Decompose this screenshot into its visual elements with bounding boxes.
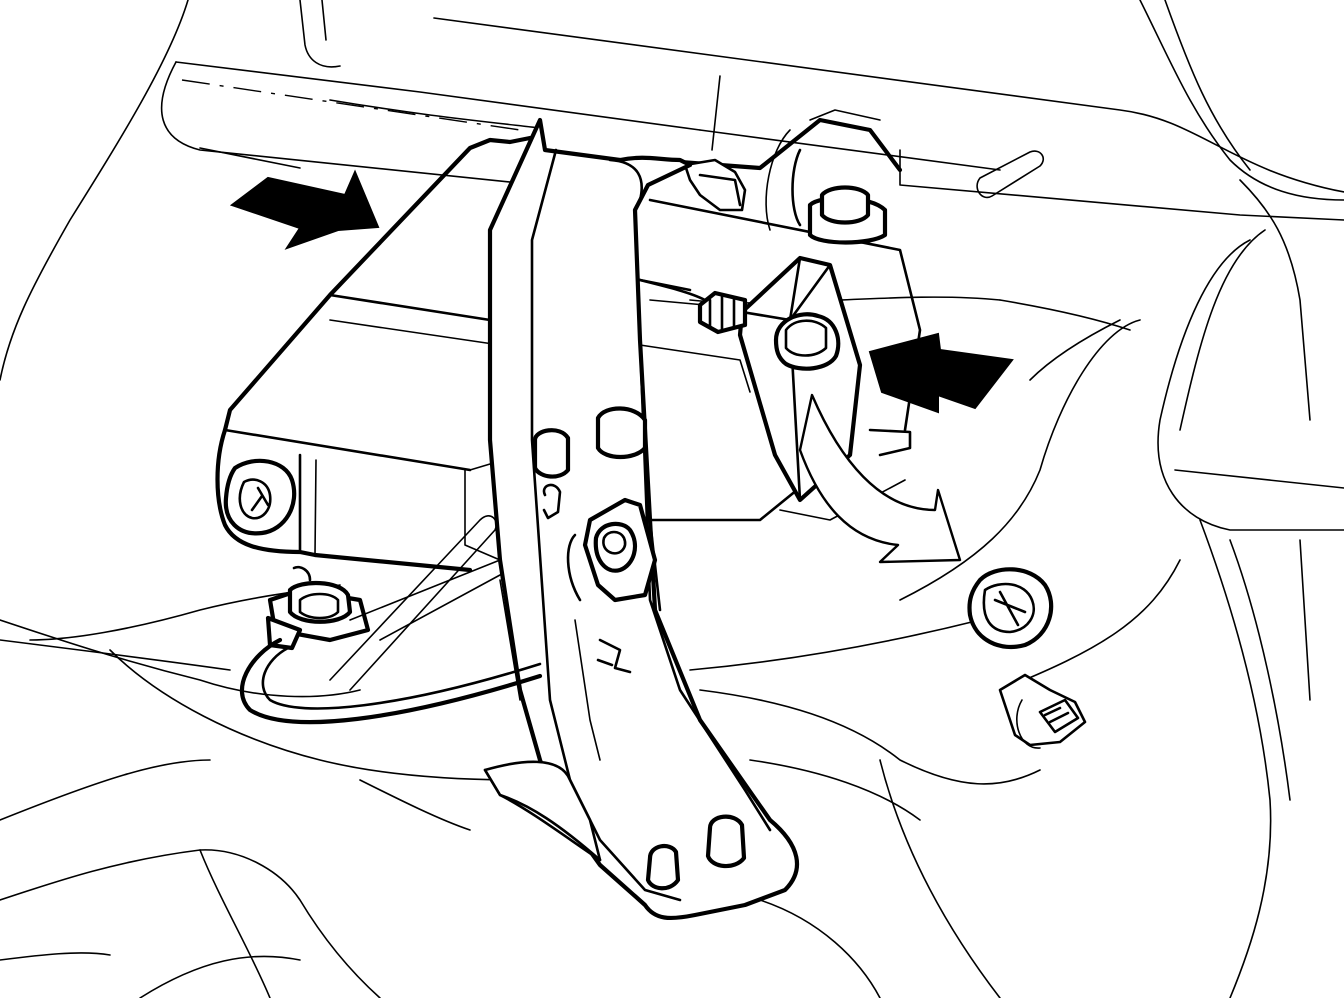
ground-bolt-and-cable bbox=[239, 515, 543, 725]
right-push-arrow-icon bbox=[868, 332, 1014, 414]
right-nut-and-clip bbox=[967, 567, 1087, 749]
main-vertical-bracket bbox=[483, 117, 800, 921]
installation-arrows bbox=[229, 169, 1014, 564]
left-push-arrow-icon bbox=[229, 169, 380, 250]
removal-direction-arrow-icon bbox=[798, 393, 962, 564]
